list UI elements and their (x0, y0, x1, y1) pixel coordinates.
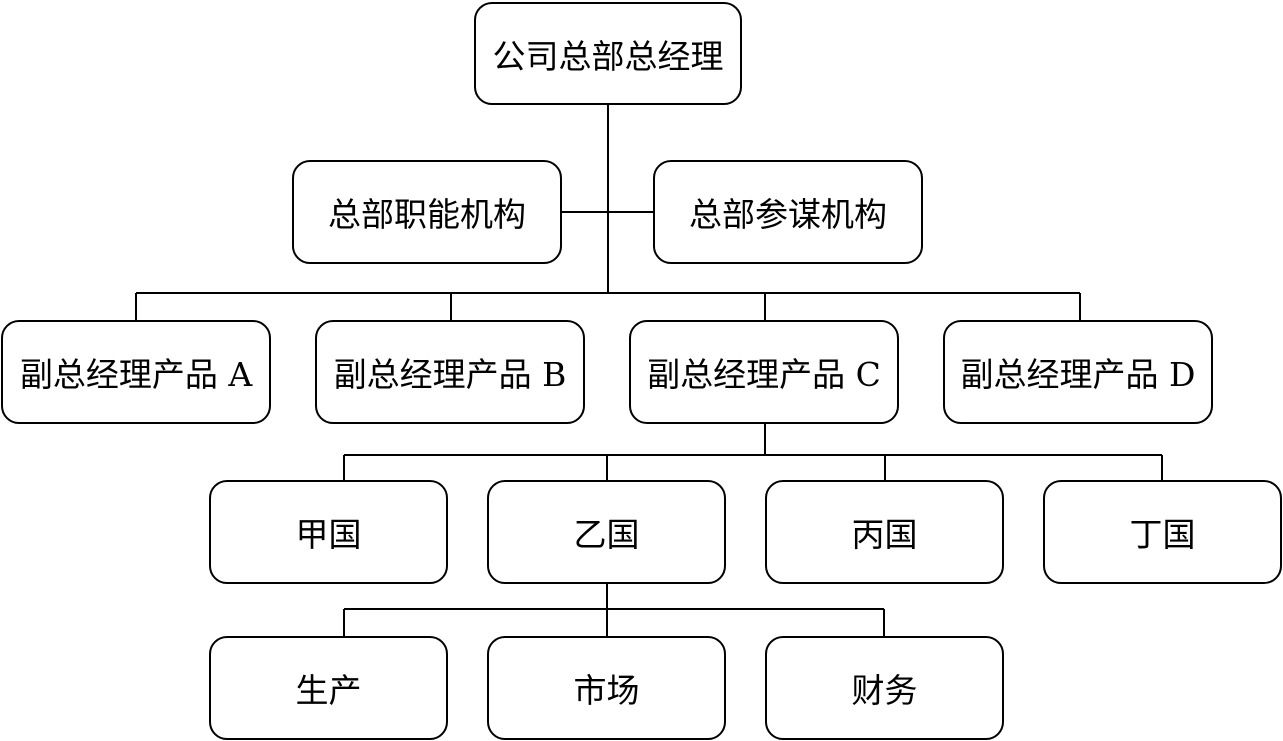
node-vp-product-b: 副总经理产品 B (315, 320, 585, 424)
node-country-yi: 乙国 (487, 480, 726, 584)
node-function-finance: 财务 (765, 636, 1004, 740)
node-hq-functional-unit: 总部职能机构 (292, 160, 562, 264)
node-country-bing: 丙国 (765, 480, 1004, 584)
node-hq-staff-unit: 总部参谋机构 (653, 160, 923, 264)
node-function-market: 市场 (487, 636, 726, 740)
node-country-ding: 丁国 (1043, 480, 1282, 584)
node-country-jia: 甲国 (209, 480, 448, 584)
node-function-production: 生产 (209, 636, 448, 740)
node-vp-product-d: 副总经理产品 D (943, 320, 1213, 424)
node-vp-product-a: 副总经理产品 A (1, 320, 271, 424)
node-general-manager: 公司总部总经理 (474, 2, 742, 105)
node-vp-product-c: 副总经理产品 C (629, 320, 899, 424)
